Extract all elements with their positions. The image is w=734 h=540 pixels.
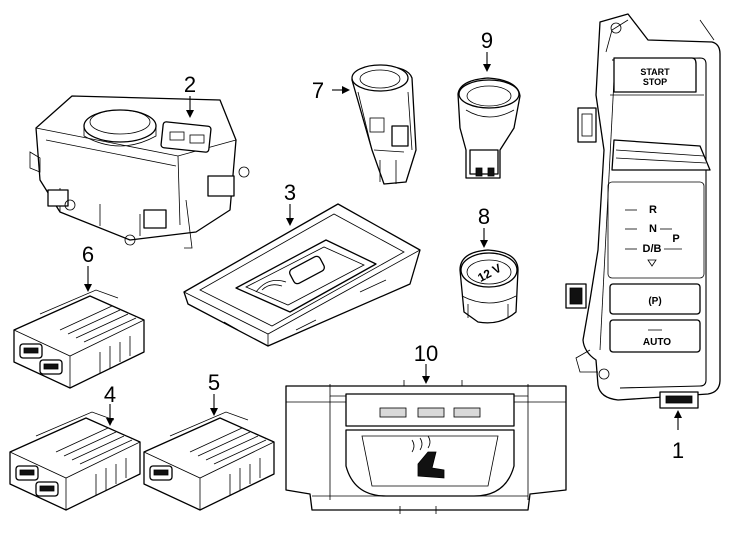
gear-r-label: R <box>649 204 657 216</box>
callout-8: 8 <box>478 204 490 248</box>
gear-pattern-lines <box>625 209 682 267</box>
callout-10-number: 10 <box>414 341 438 366</box>
callout-2-number: 2 <box>184 72 196 97</box>
gear-n-label: N <box>649 223 657 235</box>
callout-5-number: 5 <box>208 370 220 395</box>
callout-4: 4 <box>104 382 116 426</box>
part-5-connector <box>143 411 275 511</box>
callout-1-number: 1 <box>672 438 684 463</box>
part-4-connector <box>9 411 141 511</box>
callout-9-number: 9 <box>481 28 493 53</box>
park-symbol: (P) <box>648 296 661 307</box>
start-label: START <box>640 67 670 77</box>
part-3-wireless-charger <box>183 203 421 347</box>
part-10-switch-panel <box>285 380 567 514</box>
callout-1: 1 <box>672 410 684 463</box>
callout-10: 10 <box>414 341 438 384</box>
callout-6: 6 <box>82 242 94 292</box>
stop-label: STOP <box>643 77 667 87</box>
part-7-socket-sleeve <box>351 64 417 185</box>
gear-p-label: P <box>672 233 679 245</box>
callout-3: 3 <box>284 180 296 226</box>
part-1-shifter-panel <box>565 13 721 409</box>
part-9-socket-housing <box>457 77 521 179</box>
callout-5: 5 <box>208 370 220 416</box>
auto-label: AUTO <box>643 337 671 348</box>
part-6-connector <box>13 289 145 389</box>
callout-4-number: 4 <box>104 382 116 407</box>
callout-2: 2 <box>184 72 196 118</box>
callout-8-number: 8 <box>478 204 490 229</box>
callout-7: 7 <box>312 78 350 103</box>
callout-3-number: 3 <box>284 180 296 205</box>
callout-7-number: 7 <box>312 78 324 103</box>
part-8-12v-socket <box>459 249 519 324</box>
part-2-controller <box>29 95 250 249</box>
callout-9: 9 <box>481 28 493 72</box>
callout-6-number: 6 <box>82 242 94 267</box>
gear-db-label: D/B <box>643 243 662 255</box>
